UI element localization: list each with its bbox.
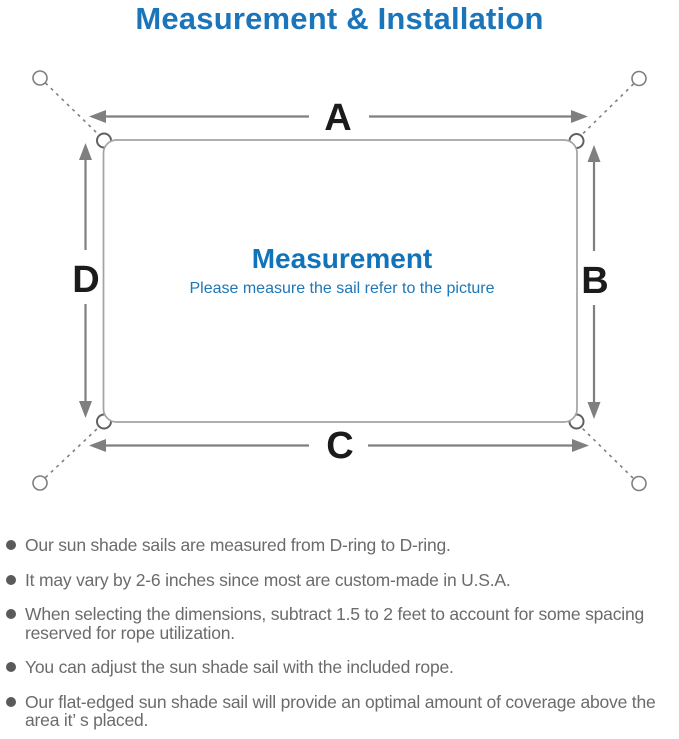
notes-list: Our sun shade sails are measured from D-… bbox=[6, 536, 675, 739]
rope-line-bottom-right bbox=[580, 426, 634, 479]
list-item: It may vary by 2-6 inches since most are… bbox=[6, 569, 675, 590]
rope-line-top-right bbox=[580, 83, 635, 137]
page-title: Measurement & Installation bbox=[135, 1, 544, 36]
dimension-label-c: C bbox=[326, 425, 353, 467]
bullet-icon bbox=[6, 609, 16, 619]
diagram-subtitle: Please measure the sail refer to the pic… bbox=[189, 280, 494, 297]
arrowhead-down-icon bbox=[79, 401, 92, 418]
dimension-label-a: A bbox=[324, 97, 351, 139]
arrow-d bbox=[79, 143, 92, 418]
arrow-c bbox=[89, 439, 589, 452]
anchor-point-icon bbox=[631, 475, 647, 492]
rope-line-top-left bbox=[44, 82, 100, 136]
sail-outline bbox=[102, 139, 578, 423]
arrowhead-left-icon bbox=[89, 110, 106, 123]
rope-lines bbox=[44, 82, 635, 479]
arrowhead-down-icon bbox=[587, 402, 601, 419]
anchor-point-icon bbox=[32, 475, 48, 491]
list-item: When selecting the dimensions, subtract … bbox=[6, 605, 675, 642]
note-text: Our flat-edged sun shade sail will provi… bbox=[25, 691, 656, 730]
arrowhead-up-icon bbox=[79, 143, 92, 160]
arrowhead-left-icon bbox=[89, 439, 106, 452]
bullet-icon bbox=[6, 696, 16, 707]
anchor-point-icon bbox=[32, 70, 48, 86]
anchor-point-icon bbox=[631, 70, 647, 87]
list-item: Our flat-edged sun shade sail will provi… bbox=[6, 691, 675, 730]
bullet-icon bbox=[6, 662, 16, 672]
list-item: Our sun shade sails are measured from D-… bbox=[6, 536, 675, 555]
arrowhead-right-icon bbox=[572, 439, 589, 452]
list-item: You can adjust the sun shade sail with t… bbox=[6, 658, 675, 677]
arrowhead-right-icon bbox=[571, 110, 588, 123]
dimension-label-b: B bbox=[581, 260, 608, 302]
bullet-icon bbox=[6, 574, 16, 585]
note-text: It may vary by 2-6 inches since most are… bbox=[25, 569, 511, 590]
sail-measurement-diagram: A B C D Measurement Please measure the s… bbox=[32, 70, 647, 492]
arrow-b bbox=[587, 145, 601, 419]
note-text: When selecting the dimensions, subtract … bbox=[25, 604, 645, 643]
arrow-a bbox=[89, 110, 588, 123]
bullet-icon bbox=[6, 540, 16, 550]
anchor-points bbox=[32, 70, 647, 492]
dimension-arrows bbox=[79, 110, 601, 452]
note-text: Our sun shade sails are measured from D-… bbox=[25, 535, 451, 555]
dimension-label-d: D bbox=[72, 259, 99, 301]
rope-line-bottom-left bbox=[44, 426, 100, 479]
arrowhead-up-icon bbox=[587, 145, 601, 162]
note-text: You can adjust the sun shade sail with t… bbox=[25, 657, 454, 677]
diagram-heading: Measurement bbox=[252, 243, 433, 274]
